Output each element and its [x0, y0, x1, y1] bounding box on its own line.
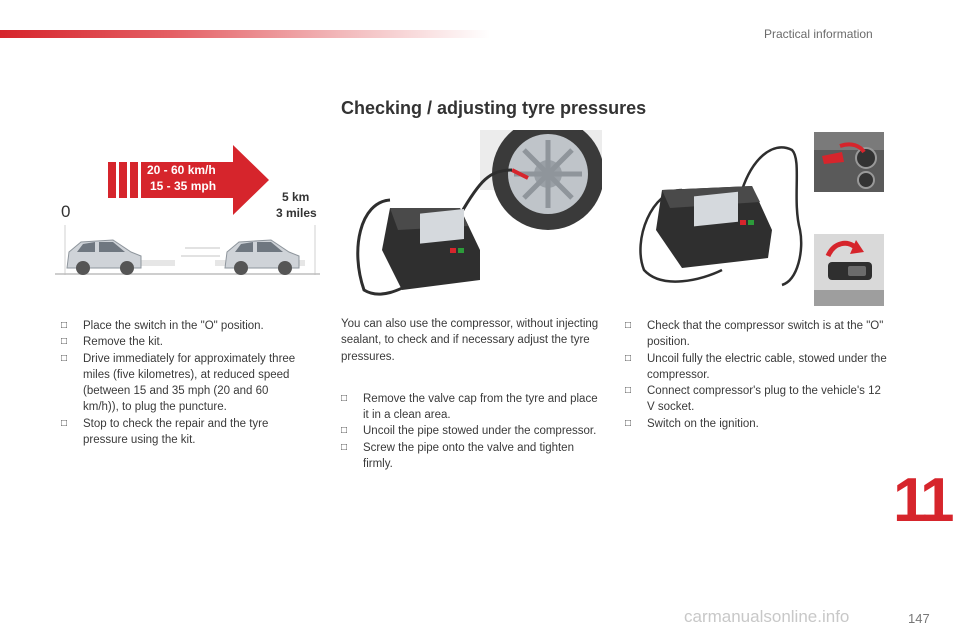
list-item: □Check that the compressor switch is at … [625, 320, 884, 349]
page-heading: Checking / adjusting tyre pressures [341, 98, 647, 118]
start-distance-label: 0 [61, 202, 71, 221]
list-item: □Switch on the ignition. [625, 417, 759, 430]
list-item: □Screw the pipe onto the valve and tight… [341, 441, 574, 471]
speed-distance-illustration: 20 - 60 km/h 15 - 35 mph 0 5 km 3 miles [55, 140, 325, 280]
list-item: □Drive immediately for approximately thr… [61, 352, 296, 414]
chapter-number: 11 [893, 466, 955, 535]
distance-miles-label: 3 miles [276, 206, 317, 220]
page-number: 147 [908, 611, 930, 626]
list-item: □Remove the kit. [61, 336, 163, 349]
intro-paragraph: You can also use the compressor, without… [341, 318, 599, 363]
speed-mph-label: 15 - 35 mph [150, 179, 217, 193]
ignition-inset-illustration [814, 234, 884, 306]
list-item: □Remove the valve cap from the tyre and … [341, 392, 598, 422]
list-item: □Place the switch in the "O" position. [61, 320, 264, 332]
list-item: □Uncoil the pipe stowed under the compre… [341, 425, 597, 438]
socket-inset-illustration [814, 132, 884, 192]
column-compressor-power: □Check that the compressor switch is at … [625, 318, 890, 432]
speed-kmh-label: 20 - 60 km/h [147, 163, 216, 177]
column-compressor-tyre: You can also use the compressor, without… [341, 316, 601, 472]
list-item: □Connect compressor's plug to the vehicl… [625, 385, 881, 414]
list-item: □Uncoil fully the electric cable, stowed… [625, 352, 887, 381]
header-red-bar [0, 30, 490, 38]
compressor-tyre-illustration [340, 130, 602, 302]
watermark: carmanualsonline.info [684, 607, 850, 626]
distance-km-label: 5 km [282, 190, 310, 204]
section-title: Practical information [764, 27, 873, 41]
column-repair-steps: □Place the switch in the "O" position. □… [61, 318, 301, 448]
compressor-plug-illustration [622, 130, 808, 290]
list-item: □Stop to check the repair and the tyre p… [61, 417, 269, 447]
